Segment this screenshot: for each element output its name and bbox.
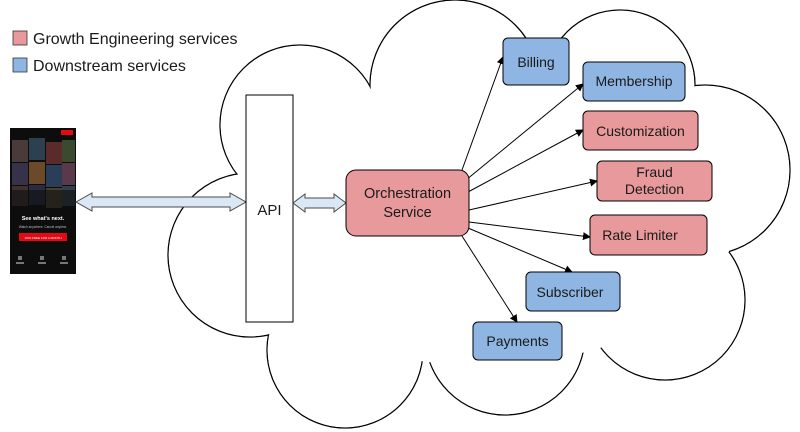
legend-label-downstream: Downstream services xyxy=(33,58,186,75)
arrow-to-payments xyxy=(461,235,518,323)
fraud-detection-service-node: Fraud Detection xyxy=(596,160,713,202)
customization-service-node: Customization xyxy=(582,110,699,151)
legend-swatch-growth xyxy=(12,30,28,46)
phone-brand-badge xyxy=(61,130,73,135)
membership-label: Membership xyxy=(595,73,672,89)
phone-cta-label: JOIN FREE FOR A MONTH xyxy=(24,236,61,240)
rate-limiter-service-node: Rate Limiter xyxy=(589,214,708,256)
arrow-to-subscriber xyxy=(467,227,573,273)
customization-label: Customization xyxy=(596,123,685,139)
phone-subtext: Watch anywhere. Cancel anytime. xyxy=(19,225,67,229)
api-label: API xyxy=(257,202,281,219)
arrow-to-customization xyxy=(467,129,584,193)
arrow-to-billing xyxy=(461,56,505,171)
billing-service-node: Billing xyxy=(502,37,570,86)
api-gateway: API xyxy=(245,94,294,323)
orchestration-service-node: Orchestration Service xyxy=(345,169,470,237)
arrow-to-membership xyxy=(465,83,584,181)
orchestration-label-line1: Orchestration xyxy=(364,186,451,202)
fraud-label-line1: Fraud xyxy=(636,164,673,180)
phone-headline: See what's next. xyxy=(22,216,65,222)
membership-service-node: Membership xyxy=(582,61,686,102)
payments-service-node: Payments xyxy=(472,321,563,361)
service-arrows xyxy=(461,56,598,323)
rate-limiter-label: Rate Limiter xyxy=(602,227,678,243)
orchestration-label-line2: Service xyxy=(383,205,431,221)
mobile-client-screenshot: See what's next. Watch anywhere. Cancel … xyxy=(10,128,76,274)
billing-label: Billing xyxy=(517,54,554,70)
phone-cta-button xyxy=(19,233,67,241)
poster-grid xyxy=(10,138,76,212)
subscriber-service-node: Subscriber xyxy=(525,271,621,312)
arrow-to-rate-limiter xyxy=(468,221,591,241)
fraud-label-line2: Detection xyxy=(625,181,684,197)
phone-bottom-nav xyxy=(16,256,68,264)
subscriber-label: Subscriber xyxy=(537,284,604,300)
legend-label-growth: Growth Engineering services xyxy=(33,31,238,48)
arrow-to-fraud-detection xyxy=(468,178,598,211)
payments-label: Payments xyxy=(486,333,548,349)
legend: Growth Engineering services Downstream s… xyxy=(12,30,238,75)
legend-swatch-downstream xyxy=(12,57,28,73)
